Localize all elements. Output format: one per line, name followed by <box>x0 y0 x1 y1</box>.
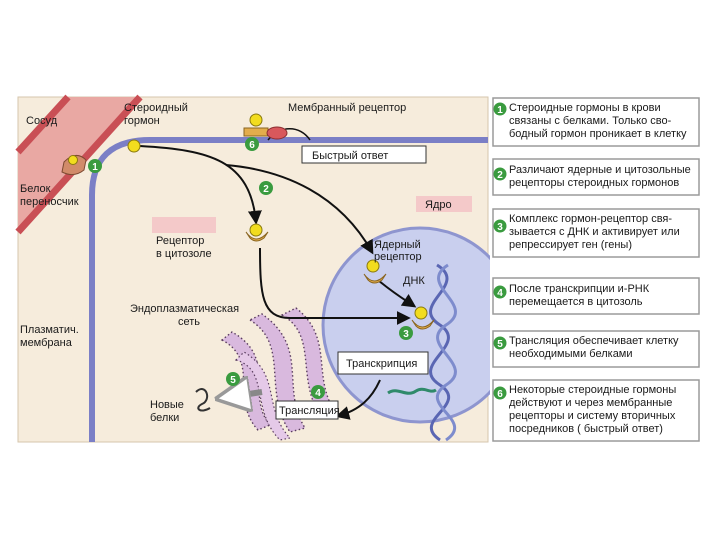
label-cytosol-receptor: Рецептор в цитозоле <box>156 235 212 260</box>
label-new-proteins: Новые белки <box>150 399 187 424</box>
nuclear-receptor-icon <box>363 273 387 284</box>
panel-item-2: 2 Различают ядерные и цитозольные рецепт… <box>492 158 700 196</box>
panel-item-6: 6 Некоторые стероидные гормоны действуют… <box>492 379 700 442</box>
svg-text:3: 3 <box>497 222 503 233</box>
svg-text:6: 6 <box>497 389 503 400</box>
plasma-membrane <box>89 137 488 442</box>
svg-text:2: 2 <box>497 170 503 181</box>
svg-text:Некоторые стероидные гормоны: Некоторые стероидные гормоны действуют и… <box>509 384 679 435</box>
svg-text:1: 1 <box>92 162 98 173</box>
svg-text:После транскрипции и-РНК: После транскрипции и-РНК перемещается в … <box>509 283 652 308</box>
svg-text:2: 2 <box>263 184 269 195</box>
panel-item-4: 4 После транскрипции и-РНК перемещается … <box>492 277 700 315</box>
dna-receptor-complex-icon <box>411 319 435 330</box>
nucleus-label-bg <box>416 196 472 212</box>
cytosol-receptor-label-bg <box>152 217 216 233</box>
svg-text:Различают ядерные и цитозольны: Различают ядерные и цитозольные рецептор… <box>509 164 694 189</box>
path-cytosol-to-dna <box>259 247 411 325</box>
fast-response-box <box>301 145 427 164</box>
label-nuclear-receptor: Ядерный рецептор <box>374 239 424 263</box>
svg-text:Трансляция обеспечивает клетку: Трансляция обеспечивает клетку необходим… <box>509 335 682 360</box>
membrane-receptor-icon <box>243 127 269 137</box>
label-plasma-membrane: Плазматич. мембрана <box>20 324 82 349</box>
label-nucleus: Ядро <box>425 199 452 211</box>
step-badge-6: 6 <box>245 137 259 151</box>
svg-text:Комплекс гормон-рецептор свя-: Комплекс гормон-рецептор свя- зывается с… <box>509 213 683 251</box>
new-protein-icon <box>195 388 211 412</box>
label-vessel: Сосуд <box>26 115 58 127</box>
step-badge-5: 5 <box>226 372 240 386</box>
path-nuclear-to-dna <box>377 279 417 308</box>
label-er: Эндоплазматическая сеть <box>130 303 242 328</box>
panel-item-1: 1 Стероидные гормоны в крови связаны с б… <box>492 97 700 147</box>
svg-text:4: 4 <box>497 288 503 299</box>
hormone-on-membrane-receptor-icon <box>249 113 263 127</box>
transcription-box <box>337 351 429 375</box>
label-dna: ДНК <box>403 275 425 287</box>
panel-item-3: 3 Комплекс гормон-рецептор свя- зывается… <box>492 208 700 258</box>
svg-text:3: 3 <box>403 329 409 340</box>
path-new-proteins <box>222 392 263 398</box>
hormone-on-cytosol-receptor-icon <box>249 223 263 237</box>
panel-item-5: 5 Трансляция обеспечивает клетку необход… <box>492 330 700 368</box>
cytosol-receptor-icon <box>245 231 269 242</box>
explanation-panel: 1 Стероидные гормоны в крови связаны с б… <box>490 97 702 442</box>
label-steroid-hormone: Стероидный гормон <box>124 102 191 127</box>
label-translation: Трансляция <box>279 405 340 417</box>
step-badge-3: 3 <box>399 326 413 340</box>
label-fast-response: Быстрый ответ <box>312 150 388 162</box>
svg-text:5: 5 <box>497 339 503 350</box>
mrna-strand <box>387 387 437 395</box>
svg-text:6: 6 <box>249 140 255 151</box>
free-hormone-icon <box>127 139 141 153</box>
path-vessel-to-cell <box>139 145 262 225</box>
hormone-on-dna-icon <box>414 306 428 320</box>
label-membrane-receptor: Мембранный рецептор <box>288 102 406 114</box>
blood-vessel-wall-top <box>15 94 71 155</box>
svg-text:4: 4 <box>315 388 321 399</box>
label-carrier-protein: Белок переносчик <box>20 183 79 208</box>
dna-helix <box>429 263 457 442</box>
svg-text:Стероидные гормоны в крови: Стероидные гормоны в крови связаны с бел… <box>509 102 687 140</box>
step-badge-2: 2 <box>259 181 273 195</box>
hormone-on-carrier-icon <box>68 155 78 165</box>
membrane-protein-icon <box>266 126 288 140</box>
step-badge-1: 1 <box>88 159 102 173</box>
translation-box <box>275 400 339 420</box>
svg-text:1: 1 <box>497 105 503 116</box>
hormone-on-nuclear-receptor-icon <box>366 259 380 273</box>
path-to-nucleus <box>225 164 374 255</box>
svg-text:5: 5 <box>230 375 236 386</box>
label-transcription: Транскрипция <box>346 358 417 370</box>
path-mrna-out <box>335 379 381 420</box>
step-badge-4: 4 <box>311 385 325 399</box>
